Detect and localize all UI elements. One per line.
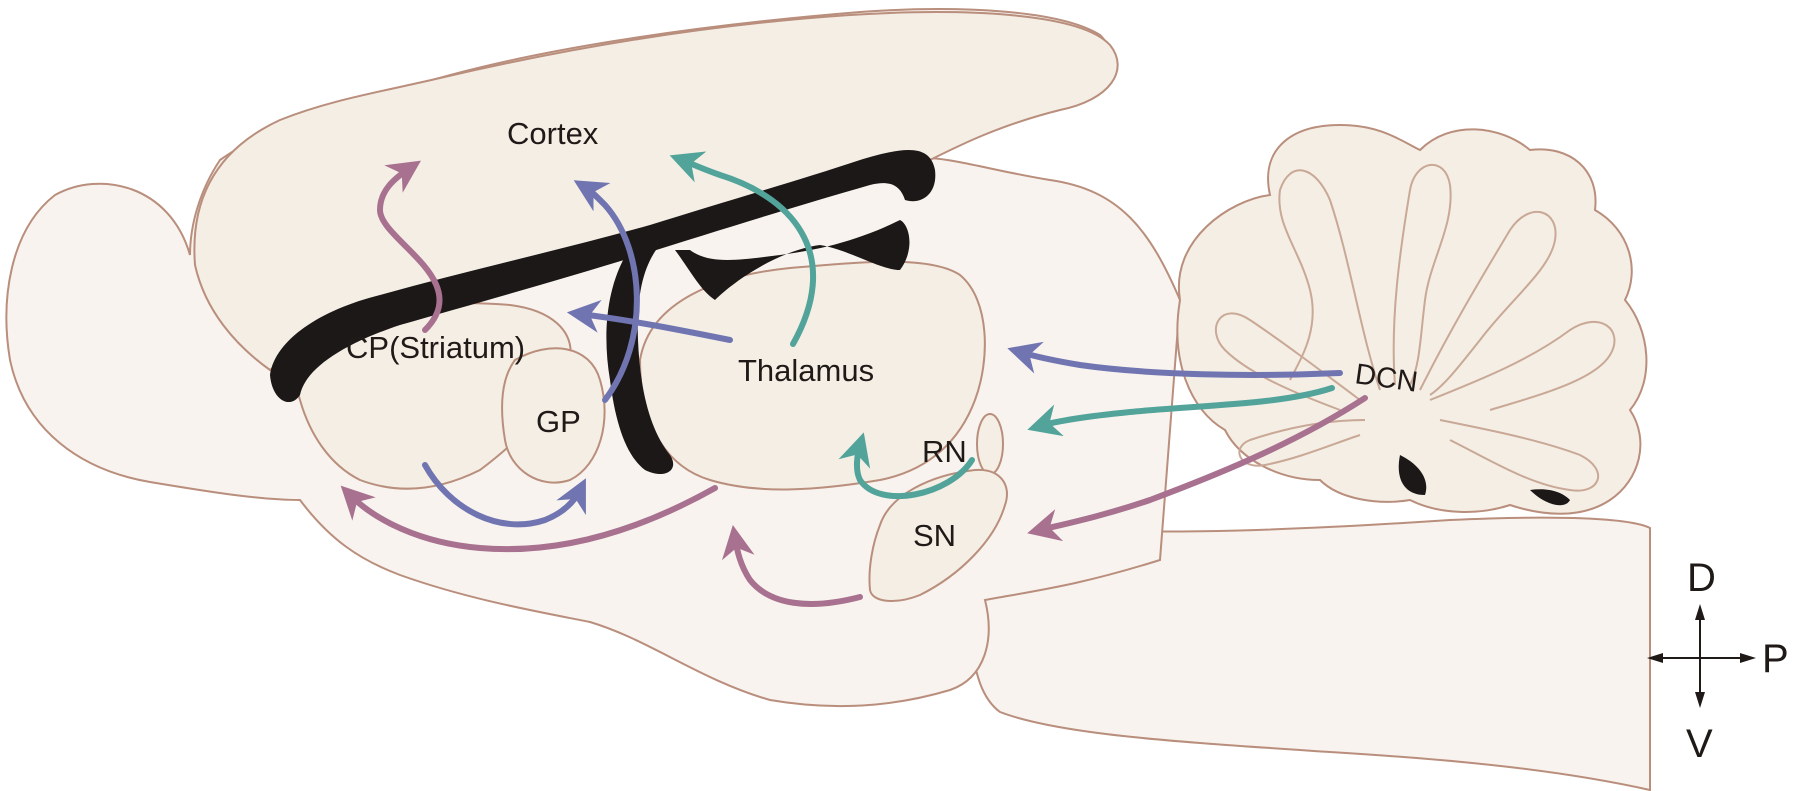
striatum-to-gp-arrow [422,462,586,528]
compass-arrow-right [1740,653,1756,663]
brainstem-outline [959,516,1651,791]
cerebellum-dark-patch [1398,455,1570,506]
label-cortex: Cortex [507,116,599,151]
thalamus-to-striatum-blue-arrow [566,299,733,343]
thalamus-region [638,260,986,491]
label-rn: RN [922,434,967,469]
compass-arrow-up [1695,604,1705,620]
teal-pathways [669,151,1335,500]
label-striatum: CP(Striatum) [346,330,525,365]
label-gp: GP [536,404,581,439]
sn-to-thalamus-arrow [721,524,863,607]
cerebellum-region [1176,123,1648,515]
magenta-pathways [340,160,1368,607]
compass-arrow-down [1695,692,1705,708]
orientation-compass: D V P [1647,556,1789,766]
dcn-to-sn-arrow [1027,395,1368,542]
corpus-callosum [270,149,936,403]
internal-capsule [606,225,674,475]
compass-arrow-left [1647,653,1663,663]
compass-label-dorsal: D [1687,556,1716,600]
compass-label-ventral: V [1686,722,1713,766]
dcn-to-rn-arrow [1027,385,1335,437]
gp-to-cortex-arrow [573,180,640,403]
globus-pallidus-region [501,347,606,484]
dcn-to-thalamus-arrow [1007,341,1343,378]
red-nucleus-region [976,413,1004,475]
compass-label-posterior: P [1762,637,1789,681]
rn-to-thalamus-arrow [838,432,975,500]
thalamus-to-cortex-arrow [669,151,817,347]
thalamus-to-striatum-arrow [340,485,718,553]
label-thalamus: Thalamus [738,353,874,388]
label-sn: SN [913,518,956,553]
cerebellar-folia [1214,164,1616,492]
striatum-to-cortex-arrow [376,160,443,333]
fornix-band [675,220,910,300]
blue-pathways [422,180,1343,528]
substantia-nigra-region [868,468,1008,602]
